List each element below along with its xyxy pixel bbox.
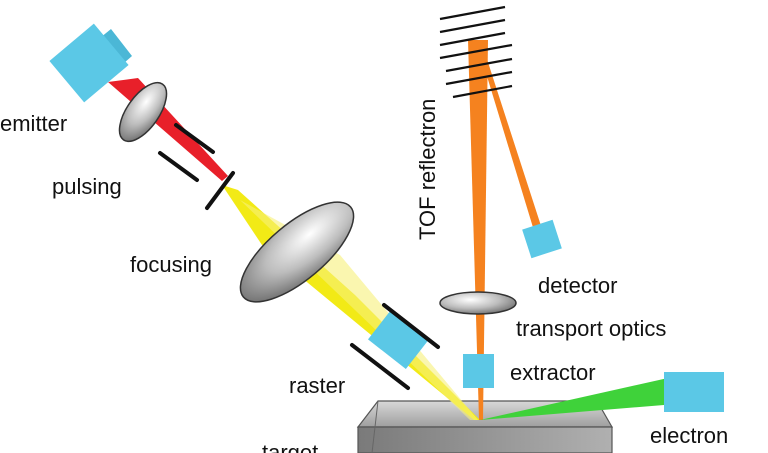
label-pulsing: pulsing [52, 174, 122, 199]
emitter-box [49, 23, 132, 103]
label-focusing: focusing [130, 252, 212, 277]
transport-optics-lens [439, 291, 517, 315]
raster-element [350, 303, 440, 390]
aperture-plate [205, 171, 235, 210]
label-electron: electron [650, 423, 728, 448]
pulsing-plates [158, 123, 215, 182]
emitter-lens [118, 81, 168, 143]
secondary-ion-beam [468, 40, 488, 420]
label-emitter: emitter [0, 111, 67, 136]
label-detector: detector [538, 273, 618, 298]
detector-box [522, 219, 562, 259]
label-tof-reflectron: TOF reflectron [415, 99, 440, 240]
label-raster: raster [289, 373, 345, 398]
electron-beam [480, 378, 676, 420]
tof-reflectron-plates [439, 5, 513, 99]
extractor-box [463, 354, 494, 388]
label-target: target [262, 440, 318, 453]
electron-source-box [664, 372, 724, 412]
focusing-lens [239, 201, 355, 303]
label-transport-optics: transport optics [516, 316, 666, 341]
label-extractor: extractor [510, 360, 596, 385]
reflected-ion-beam [479, 50, 543, 234]
